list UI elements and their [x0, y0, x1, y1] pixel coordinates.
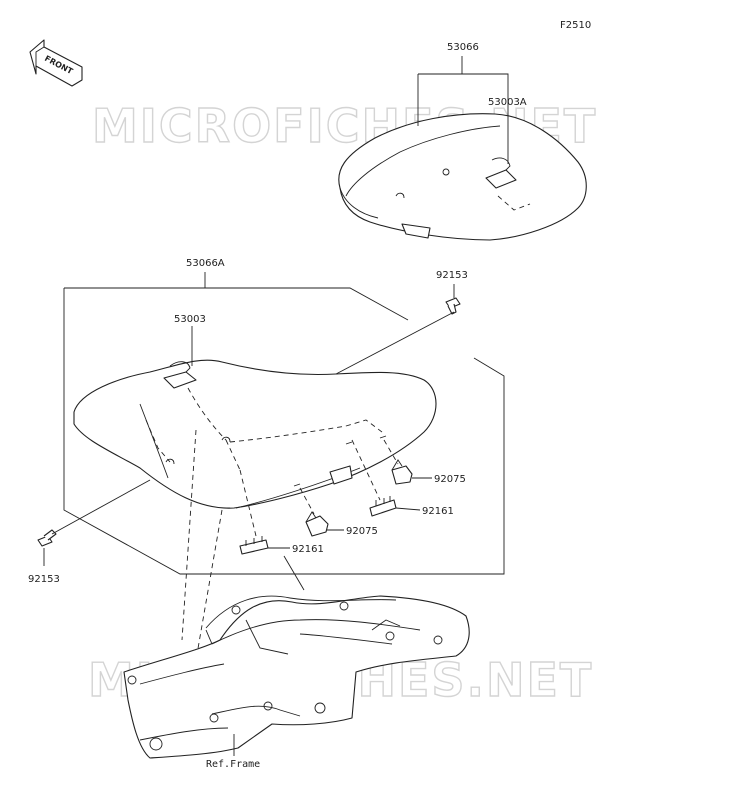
- bolt-top-icon: [445, 297, 461, 315]
- callout-damper-right: 92075: [434, 474, 466, 485]
- callout-rear-seat-assy: 53066: [447, 42, 479, 53]
- callout-damper-center: 92075: [346, 526, 378, 537]
- bolt-left-icon: [37, 529, 57, 547]
- frame: [123, 595, 470, 759]
- clip-right-icon: [369, 496, 397, 517]
- callout-front-seat-assy: 53066A: [186, 258, 225, 269]
- callout-frame-ref: Ref.Frame: [206, 759, 260, 770]
- callout-clip-left: 92161: [292, 544, 324, 555]
- callout-front-seat-strap: 53003: [174, 314, 206, 325]
- front-seat: [73, 359, 437, 509]
- damper-center-icon: [305, 511, 329, 537]
- rear-seat: [338, 113, 587, 241]
- damper-right-icon: [391, 459, 413, 485]
- callout-clip-right: 92161: [422, 506, 454, 517]
- figure-code: F2510: [560, 20, 591, 31]
- callout-bolt-left: 92153: [28, 574, 60, 585]
- callout-rear-seat-strap: 53003A: [488, 97, 527, 108]
- callout-bolt-top: 92153: [436, 270, 468, 281]
- clip-left-icon: [239, 536, 269, 555]
- front-arrow-icon: FRONT: [29, 39, 83, 87]
